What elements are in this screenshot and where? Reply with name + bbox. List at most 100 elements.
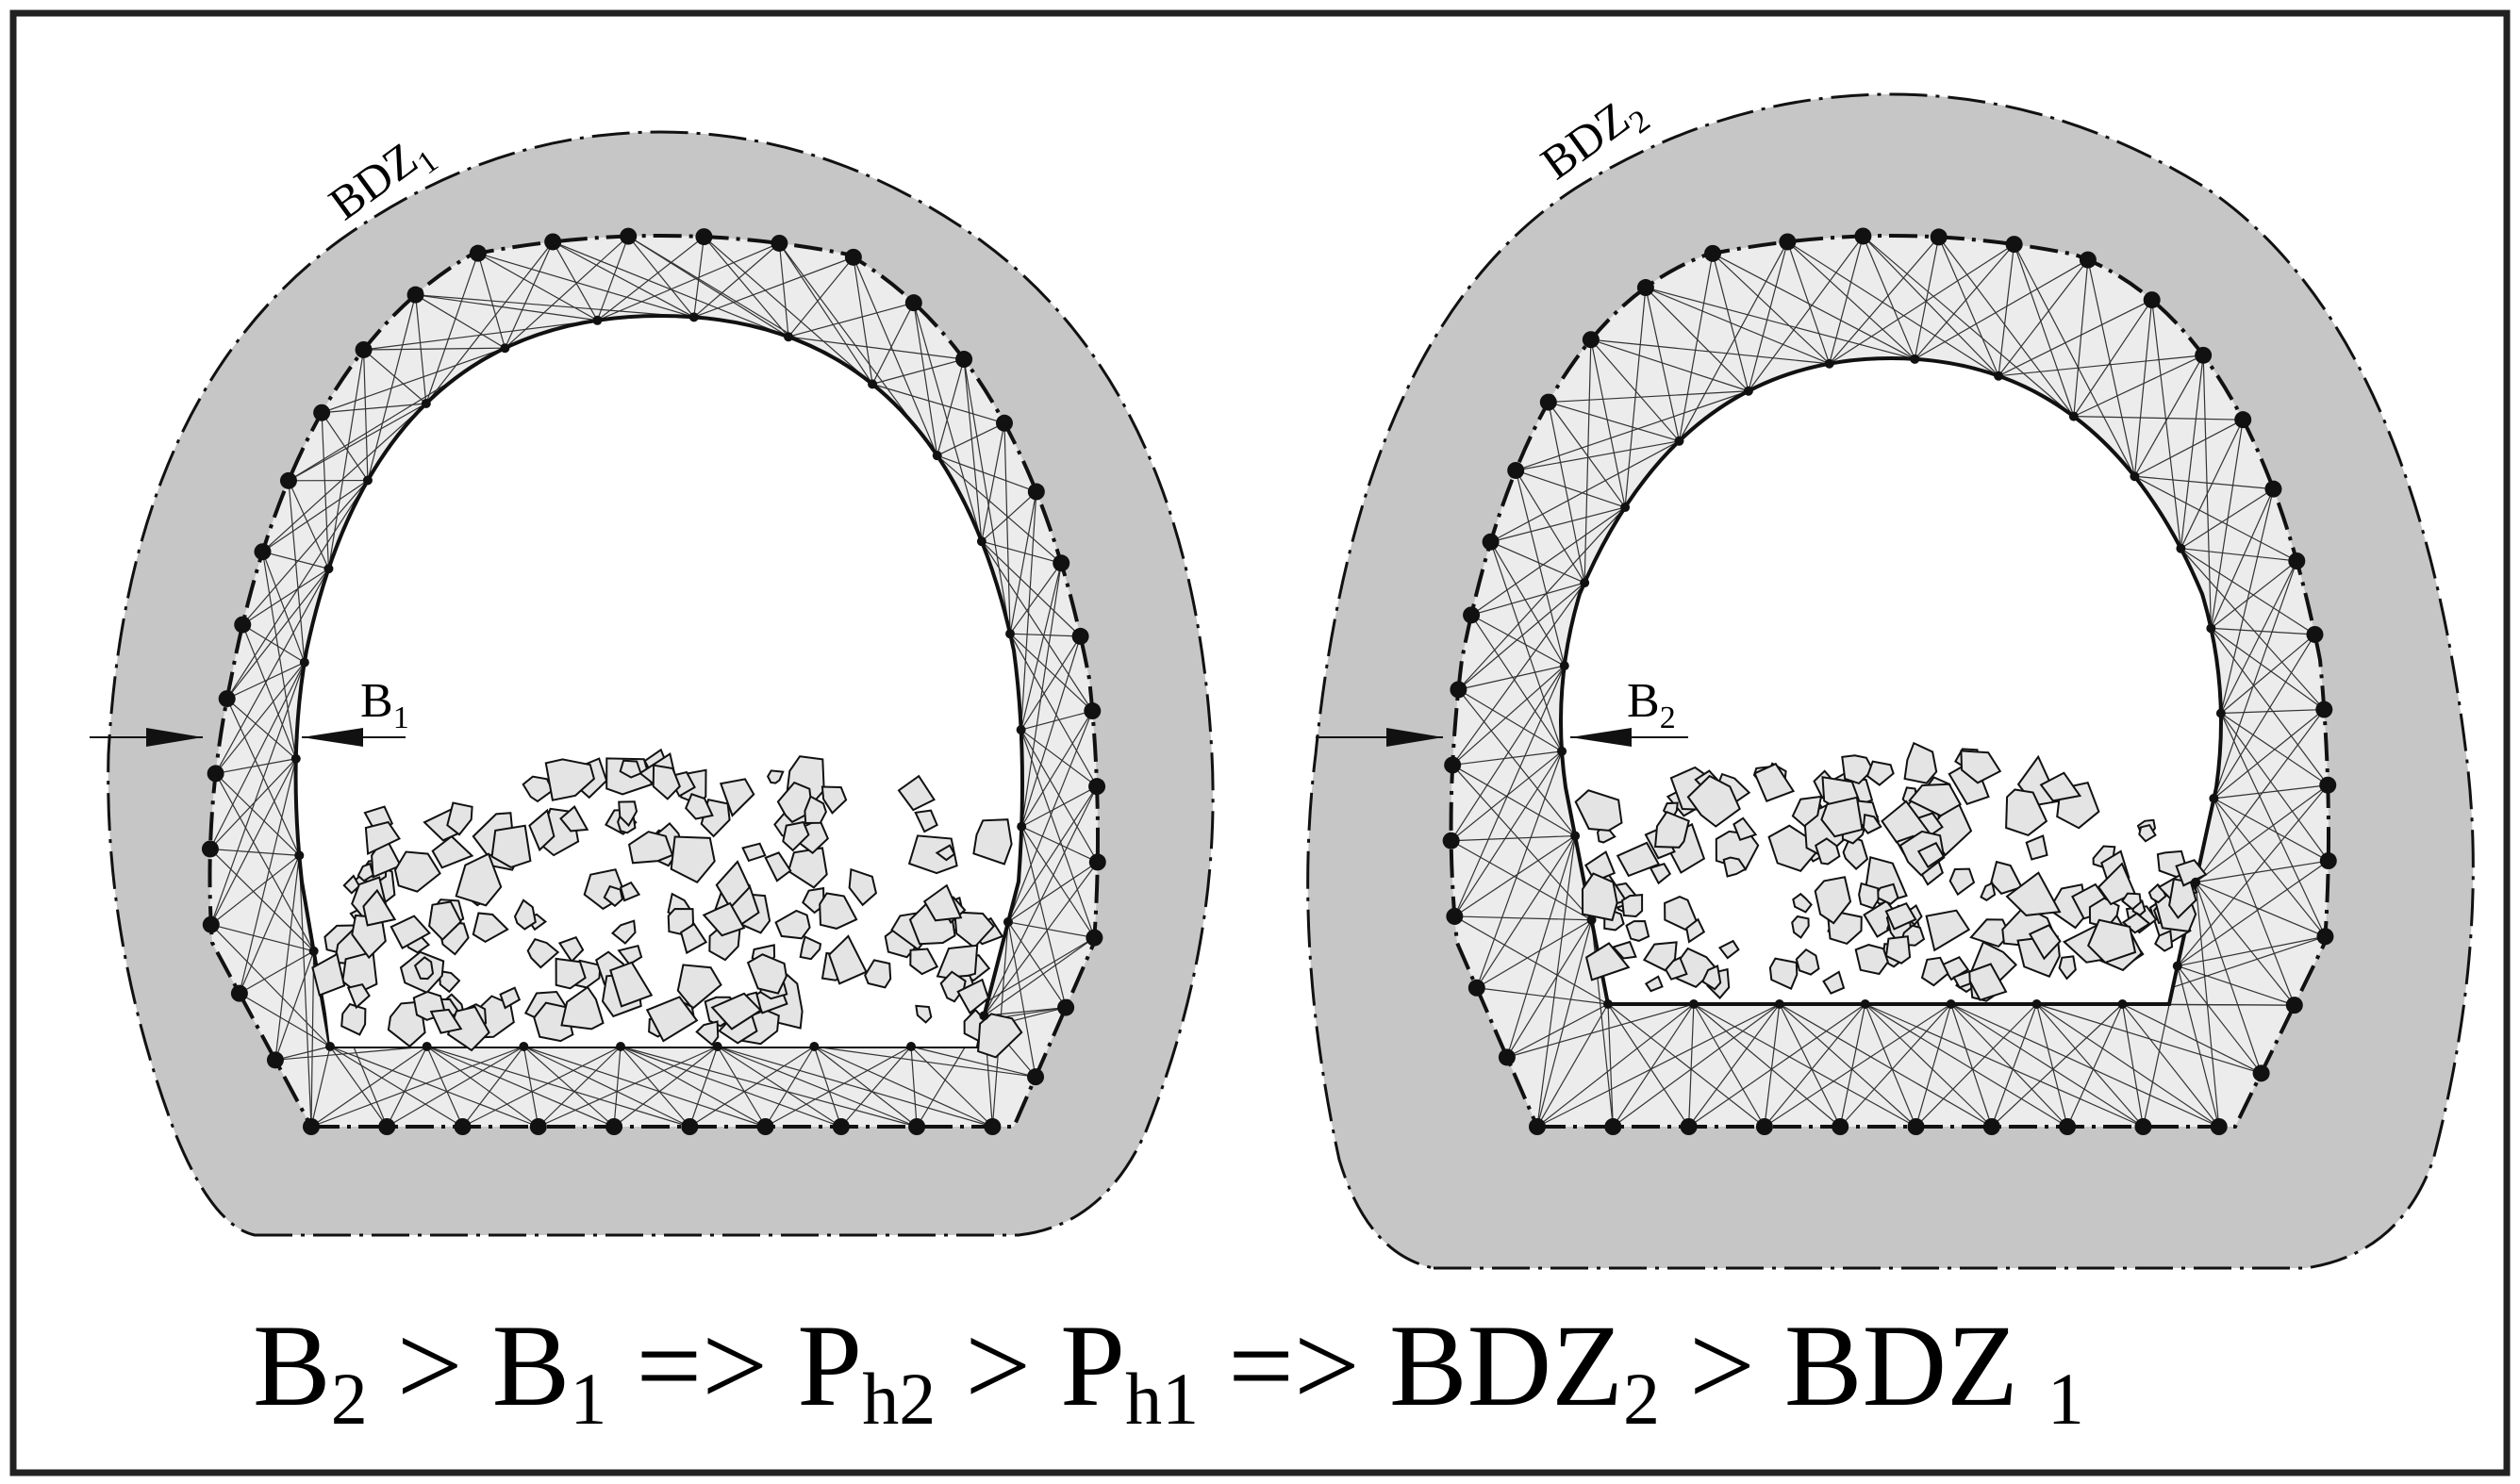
rock-fragment [1865, 760, 1895, 786]
rock-bolt-line [813, 1046, 918, 1128]
rock-bolt-line [1548, 402, 1585, 584]
bolt-head-dot [1907, 1118, 1925, 1135]
rock-bolt-line [2180, 548, 2325, 710]
rock-bolt-line [1829, 243, 2014, 365]
rock-bolt-line [426, 1046, 615, 1128]
rock-bolt-line [2213, 709, 2325, 800]
rock-bolt-line [210, 924, 314, 952]
bolt-head-dot [620, 227, 638, 245]
rock-bolt-line [2087, 259, 2135, 477]
rock-fragment [802, 886, 825, 915]
rock-fragment [2121, 892, 2142, 911]
rock-fragment [1884, 901, 1917, 931]
bolt-head-dot [1446, 907, 1464, 925]
bolt-head-dot [1463, 606, 1481, 624]
rock-bolt-line [2035, 1003, 2068, 1128]
rock-bolt-line [1009, 562, 1062, 635]
bolt-head-dot [1467, 979, 1485, 997]
rock-fragment [617, 945, 643, 966]
rock-bolt-line [2213, 784, 2329, 800]
rock-fragment [670, 835, 716, 884]
rock-bolt-line [1470, 615, 1563, 752]
rock-bolt-line [1490, 541, 1585, 584]
rock-bolt-line [239, 855, 300, 994]
bolt-head-dot [454, 1118, 472, 1135]
rock-bolt-line [1914, 259, 2089, 360]
rock-bolt-line [1451, 834, 1576, 842]
rock-fragment [362, 888, 397, 927]
rock-fragment [627, 831, 674, 865]
rock-bolt-line [1548, 401, 1680, 442]
bolt-anchor-dot [2031, 999, 2042, 1009]
rock-bolt-line [1516, 470, 1626, 508]
rock-bolt-line [239, 993, 331, 1047]
rock-bolt-line [704, 236, 873, 385]
rock-bolt-line [981, 540, 1093, 712]
rock-fragment [787, 847, 828, 889]
rock-bolt-line [1490, 506, 1626, 543]
rock-fragment [1701, 965, 1722, 991]
rock-fragment [1925, 909, 1971, 952]
bolt-anchor-dot [1824, 358, 1834, 369]
rock-bolt-line [215, 773, 315, 952]
rock-bolt-line [523, 1046, 690, 1128]
left-tunnel: B1 BDZ1 [90, 130, 1215, 1237]
rock-bolt-line [910, 1046, 1036, 1078]
bolt-head-dot [1450, 681, 1467, 699]
rock-bolt-line [1458, 688, 1563, 752]
rock-bolt-line [1764, 1003, 1866, 1128]
rock-bolt-line [717, 1046, 842, 1128]
bolt-head-dot [1086, 929, 1103, 947]
bolt-head-dot [1930, 228, 1948, 246]
bolt-anchor-dot [906, 1042, 917, 1051]
bolt-anchor-dot [688, 312, 699, 322]
rock-bolt-line [2121, 1003, 2145, 1128]
rock-bolt-line [1950, 1003, 1993, 1128]
rock-bolt-line [981, 422, 1005, 542]
bolt-head-dot [1539, 393, 1557, 411]
bolt-head-dot [1071, 627, 1089, 645]
rock-bolt-line [522, 1046, 539, 1128]
rock-bolt-line [1451, 764, 1576, 837]
rock-fragment [390, 915, 431, 949]
rock-bolt-line [425, 253, 479, 404]
rock-bolt-line [1020, 826, 1095, 938]
rock-bolt-line [386, 1046, 428, 1128]
rock-fragment [2168, 878, 2197, 919]
rock-fragment [559, 805, 589, 833]
rock-bolt-line [2195, 882, 2220, 1128]
bolt-anchor-dot [308, 946, 319, 956]
rock-bolt-line [209, 662, 306, 849]
bolt-anchor-dot [1557, 746, 1567, 756]
rock-bolt-line [778, 242, 789, 338]
rock-bolt-line [2213, 634, 2315, 800]
rock-bolt-line [462, 1046, 524, 1128]
rock-bolt-line [717, 1046, 993, 1128]
rock-fragment [2097, 862, 2136, 906]
rock-bolt-line [1536, 835, 1576, 1128]
rock-bolt-line [322, 403, 426, 414]
rock-bolt-line [1624, 287, 1647, 508]
bolt-head-dot [2288, 552, 2306, 569]
rock-bolt-line [523, 1046, 766, 1128]
rock-bolt-line [1009, 633, 1093, 712]
rock-bolt-line [1748, 236, 1864, 392]
rock-bolt-line [2151, 300, 2181, 549]
rock-bolt-line [1458, 582, 1585, 690]
rock-bolt-line [1938, 237, 2075, 417]
bolt-anchor-dot [976, 536, 986, 547]
bolt-anchor-dot [616, 1042, 626, 1051]
rock-fragment [2087, 918, 2137, 965]
rock-bolt-line [239, 758, 297, 994]
bolt-head-dot [1636, 279, 1654, 297]
rock-bolt-line [288, 403, 427, 482]
bolt-anchor-dot [2176, 543, 2186, 553]
rock-bolt-line [871, 383, 1005, 424]
rock-bolt-line [215, 773, 300, 856]
rock-bolt-line [937, 454, 1037, 493]
rock-bolt-line [215, 662, 306, 774]
bolt-heads [201, 227, 1106, 1135]
rock-bolt-line [2220, 488, 2275, 714]
rock-bolt-line [627, 236, 695, 318]
bolt-anchor-dot [1003, 916, 1013, 927]
